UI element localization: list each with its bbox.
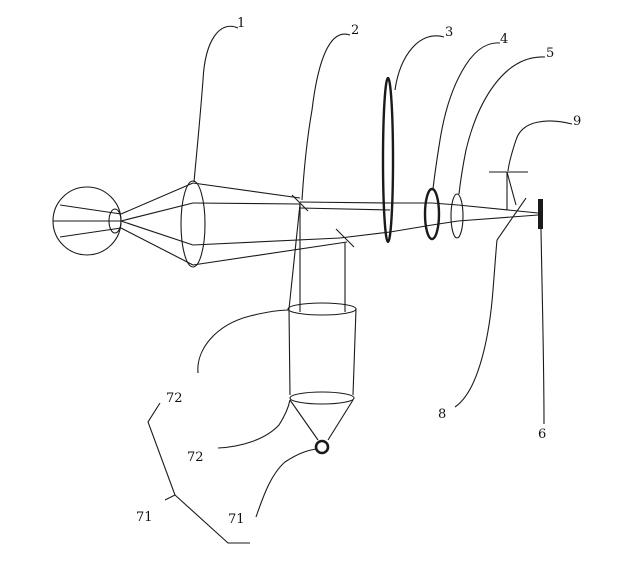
leader-5: [458, 56, 546, 195]
lens-3: [381, 76, 395, 244]
lens-72-upper: [287, 302, 357, 316]
illumination-arm: [288, 203, 357, 441]
label-72-upper: 72: [166, 391, 183, 406]
light-source-71: [314, 439, 330, 455]
detector-6: [538, 199, 543, 229]
label-1: 1: [237, 16, 245, 31]
label-4: 4: [500, 32, 508, 47]
label-6: 6: [538, 427, 546, 442]
leader-71: [255, 448, 317, 518]
leader-lines: [147, 25, 573, 544]
lens-72-lower: [289, 391, 355, 405]
leader-2: [301, 33, 351, 201]
label-71-brace: 71: [136, 510, 153, 525]
eye: [52, 186, 122, 256]
label-2: 2: [351, 23, 359, 38]
leader-8: [454, 239, 498, 408]
eye-ray-lower: [59, 227, 122, 238]
label-9: 9: [573, 114, 581, 129]
rays-eye-to-lens1: [120, 182, 194, 266]
brace-71-lower: [174, 494, 250, 544]
rays-lens1-to-splitter: [192, 182, 348, 266]
eye-ray-upper: [59, 204, 122, 215]
leader-1: [193, 25, 239, 183]
lens-5: [450, 193, 464, 239]
brace-71-upper: [147, 402, 176, 501]
splitter-8: [496, 197, 527, 241]
label-72-lower: 72: [187, 450, 204, 465]
leader-72-upper: [197, 309, 290, 374]
lens-1: [180, 180, 206, 268]
leader-4: [432, 42, 501, 190]
leader-72-lower: [217, 399, 291, 449]
leader-9: [507, 120, 573, 172]
leader-6: [540, 228, 545, 425]
label-3: 3: [445, 25, 453, 40]
element-9-ray: [506, 171, 517, 206]
lens-4: [423, 187, 441, 241]
leader-3: [394, 35, 445, 91]
label-8: 8: [438, 407, 446, 422]
beam-splitter-2-lower: [335, 228, 355, 248]
label-71: 71: [228, 512, 245, 527]
label-5: 5: [546, 46, 554, 61]
